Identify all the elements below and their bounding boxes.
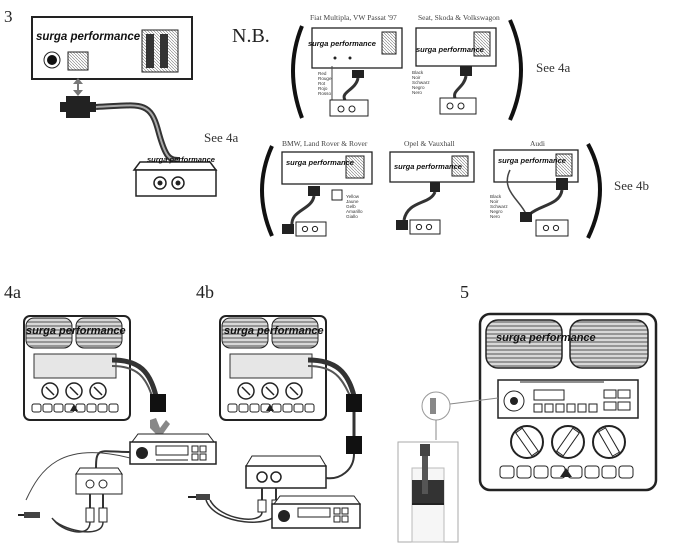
dash-buttons-5 <box>499 465 634 479</box>
nb-label: N.B. <box>232 25 270 47</box>
watermark-bmw: surga performance <box>286 158 354 167</box>
step-4a-label: 4a <box>4 282 21 302</box>
adapter-4a <box>75 467 123 495</box>
svg-text:Negro: Negro <box>490 209 503 214</box>
seat-title: Seat, Skoda & Volkswagon <box>418 13 500 22</box>
hvac-knobs-5 <box>510 425 626 459</box>
seat-variant: Seat, Skoda & Volkswagon <box>415 13 500 115</box>
svg-text:Amarillo: Amarillo <box>346 209 363 214</box>
bmw-title: BMW, Land Rover & Rover <box>282 139 368 148</box>
watermark-4a: surga performance <box>26 325 126 337</box>
svg-text:Jaune: Jaune <box>346 199 359 204</box>
jack-plug-icon <box>18 512 40 518</box>
head-unit-4a <box>129 433 217 465</box>
svg-text:Rot: Rot <box>318 81 326 86</box>
svg-text:Schwarz: Schwarz <box>490 204 508 209</box>
step-3-label: 3 <box>4 7 13 26</box>
svg-text:Black: Black <box>412 70 424 75</box>
watermark-seat: surga performance <box>416 45 484 54</box>
step-5-label: 5 <box>460 282 469 302</box>
watermark-5: surga performance <box>496 332 596 344</box>
dash-buttons-4b <box>227 403 315 413</box>
head-unit-rear <box>31 16 193 80</box>
head-unit-4b <box>271 495 361 529</box>
svg-text:Rosso: Rosso <box>318 91 331 96</box>
step-4b-panel: 4b surga performance <box>188 282 362 529</box>
connect-arrow-icon <box>73 78 83 96</box>
watermark-4b: surga performance <box>224 325 324 337</box>
watermark-adapter: surga performance <box>147 155 215 164</box>
fiat-wire-list: Red Rouge Rot Rojo Rosso <box>318 71 332 96</box>
svg-text:Yellow: Yellow <box>346 194 360 199</box>
bmw-wire-list: Yellow Jaune Gelb Amarillo Giallo <box>346 194 363 219</box>
adapter-4b <box>245 455 327 489</box>
nb-panel: N.B. Fiat Multipla, VW Passat '97 surga … <box>232 13 649 239</box>
hvac-knobs-4b <box>237 382 303 400</box>
svg-text:Red: Red <box>318 71 327 76</box>
svg-text:Schwarz: Schwarz <box>412 80 430 85</box>
opel-title: Opel & Vauxhall <box>404 139 455 148</box>
step-4b-label: 4b <box>196 282 214 302</box>
see-4a-label: See 4a <box>204 130 239 145</box>
svg-text:Gelb: Gelb <box>346 204 356 209</box>
svg-text:Rojo: Rojo <box>318 86 328 91</box>
audi-wire-list: Black Noir Schwarz Negro Nero <box>490 194 508 219</box>
bmw-variant: BMW, Land Rover & Rover <box>281 139 373 237</box>
audi-variant: Audi <box>493 139 579 237</box>
watermark-opel: surga performance <box>394 162 462 171</box>
svg-text:Negro: Negro <box>412 85 425 90</box>
aux-jack-callout <box>397 391 499 543</box>
svg-text:Noir: Noir <box>490 199 499 204</box>
step-5-panel: 5 surga performance <box>397 282 658 543</box>
svg-text:Nero: Nero <box>490 214 500 219</box>
see-4a-label-nb: See 4a <box>536 60 571 75</box>
svg-text:Noir: Noir <box>412 75 421 80</box>
see-4b-label: See 4b <box>614 178 649 193</box>
seat-wire-list: Black Noir Schwarz Negro Nero <box>412 70 430 95</box>
watermark-step3: surga performance <box>36 31 141 43</box>
head-unit-installed <box>497 379 639 419</box>
fiat-variant: Fiat Multipla, VW Passat '97 <box>310 13 403 117</box>
svg-text:Rouge: Rouge <box>318 76 332 81</box>
fiat-title: Fiat Multipla, VW Passat '97 <box>310 13 397 22</box>
down-arrow-icon <box>150 418 170 438</box>
svg-text:Giallo: Giallo <box>346 214 358 219</box>
opel-variant: Opel & Vauxhall <box>389 139 475 235</box>
svg-text:Nero: Nero <box>412 90 422 95</box>
svg-text:Black: Black <box>490 194 502 199</box>
step-3-panel: 3 surga performance <box>4 7 239 197</box>
iso-connector <box>60 96 96 118</box>
adapter-box <box>132 161 218 197</box>
watermark-audi: surga performance <box>498 156 566 165</box>
step-4a-panel: 4a surga performance <box>4 282 217 533</box>
audi-title: Audi <box>530 139 545 148</box>
jack-plug-icon-4b <box>188 494 210 500</box>
hvac-knobs <box>41 382 107 400</box>
watermark-fiat: surga performance <box>308 39 376 48</box>
cable-bundle <box>95 102 181 163</box>
